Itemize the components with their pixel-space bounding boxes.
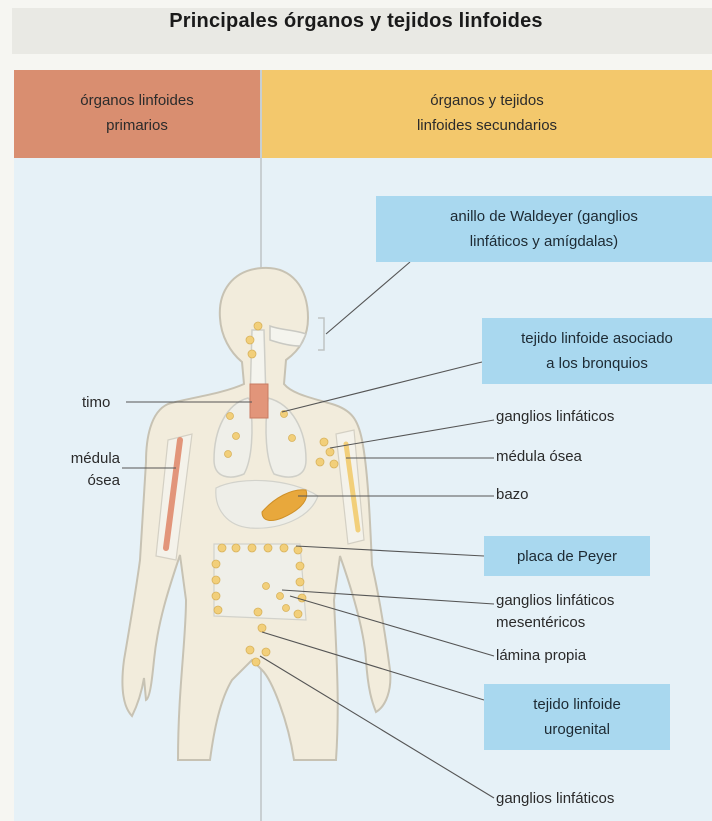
label-bazo: bazo	[496, 484, 529, 506]
label-medula-left-line-2: ósea	[58, 470, 120, 492]
leader-waldeyer	[326, 262, 410, 334]
body-silhouette	[122, 268, 390, 760]
box-bronquios-line-2: a los bronquios	[521, 351, 673, 376]
box-urogenital: tejido linfoide urogenital	[484, 684, 670, 750]
label-mesentericos-line-1: ganglios linfáticos	[496, 590, 614, 612]
label-lamina-propia: lámina propia	[496, 645, 586, 667]
label-medula-left-line-1: médula	[58, 448, 120, 470]
label-ganglios-linfaticos-1: ganglios linfáticos	[496, 406, 614, 428]
box-peyer: placa de Peyer	[484, 536, 650, 576]
label-timo: timo	[82, 392, 110, 414]
waldeyer-bracket	[318, 318, 324, 350]
leader-bronquios	[282, 362, 482, 412]
box-urogenital-line-1: tejido linfoide	[533, 692, 621, 717]
box-waldeyer: anillo de Waldeyer (ganglios linfáticos …	[376, 196, 712, 262]
box-waldeyer-line-2: linfáticos y amígdalas)	[450, 229, 638, 254]
box-urogenital-line-2: urogenital	[533, 717, 621, 742]
label-medula-left: médula ósea	[58, 448, 120, 492]
box-bronquios-line-1: tejido linfoide asociado	[521, 326, 673, 351]
label-medula-right: médula ósea	[496, 446, 582, 468]
label-mesentericos: ganglios linfáticos mesentéricos	[496, 590, 614, 634]
label-ganglios-linfaticos-2: ganglios linfáticos	[496, 788, 614, 810]
box-waldeyer-line-1: anillo de Waldeyer (ganglios	[450, 204, 638, 229]
box-bronquios: tejido linfoide asociado a los bronquios	[482, 318, 712, 384]
thymus	[250, 384, 268, 418]
label-mesentericos-line-2: mesentéricos	[496, 612, 614, 634]
